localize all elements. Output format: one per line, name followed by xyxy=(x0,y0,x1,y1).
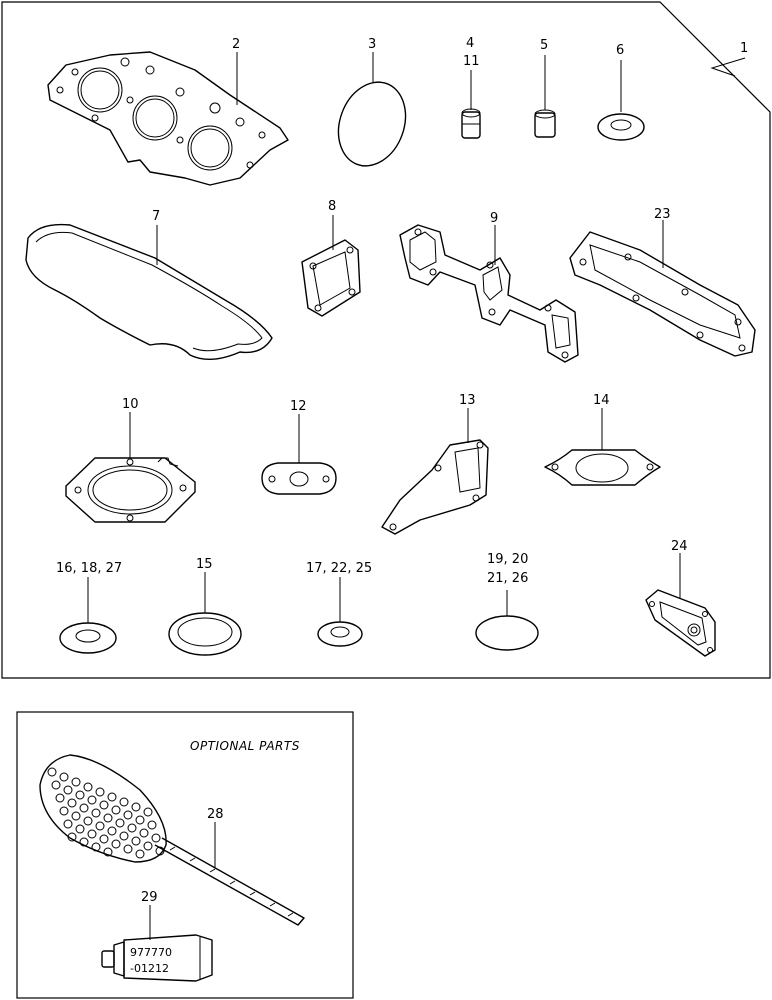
part-28-brush xyxy=(39,754,305,926)
brush-bristle xyxy=(107,792,117,802)
brush-bristle xyxy=(143,841,153,851)
label-11: 11 xyxy=(463,54,480,69)
label-12: 12 xyxy=(290,399,307,414)
kit-frame xyxy=(1,1,771,679)
label-5: 5 xyxy=(540,38,548,53)
brush-bristle xyxy=(119,797,129,807)
brush-bristle xyxy=(115,818,125,828)
label-8: 8 xyxy=(328,199,336,214)
brush-bristle xyxy=(51,780,61,790)
part-16-18-27-washer xyxy=(59,622,117,654)
brush-bristle xyxy=(59,806,69,816)
brush-bristle xyxy=(103,847,113,857)
part-8-flange-gasket xyxy=(301,239,361,317)
brush-bristle xyxy=(95,787,105,797)
optional-parts-title: OPTIONAL PARTS xyxy=(190,739,300,753)
brush-bristle xyxy=(79,837,89,847)
part-4-11-stem-seal xyxy=(461,108,481,139)
brush-bristle xyxy=(91,842,101,852)
part-17-22-25-washer xyxy=(317,621,363,647)
label-6: 6 xyxy=(616,43,624,58)
label-1: 1 xyxy=(740,41,748,56)
brush-bristle xyxy=(147,820,157,830)
label-3: 3 xyxy=(368,37,376,52)
brush-bristle xyxy=(111,805,121,815)
brush-bristle xyxy=(151,833,161,843)
label-13: 13 xyxy=(459,393,476,408)
brush-bristle xyxy=(135,815,145,825)
brush-bristle xyxy=(87,795,97,805)
brush-bristle xyxy=(139,828,149,838)
part-9-manifold-gasket xyxy=(399,224,579,363)
label-10: 10 xyxy=(122,397,139,412)
label-28: 28 xyxy=(207,807,224,822)
brush-bristle xyxy=(131,836,141,846)
tube-code-line1: 977770 xyxy=(130,946,172,959)
brush-bristle xyxy=(83,816,93,826)
brush-bristle xyxy=(63,819,73,829)
brush-bristle xyxy=(95,821,105,831)
brush-bristle xyxy=(75,824,85,834)
brush-bristle xyxy=(123,810,133,820)
brush-bristle xyxy=(127,823,137,833)
brush-bristle xyxy=(143,807,153,817)
brush-bristle xyxy=(119,831,129,841)
brush-bristle xyxy=(111,839,121,849)
part-6-washer xyxy=(597,113,645,141)
part-24-cover-gasket xyxy=(645,589,716,657)
brush-bristle xyxy=(99,834,109,844)
label-2: 2 xyxy=(232,37,240,52)
tube-code-line2: -01212 xyxy=(130,962,169,975)
part-13-pump-gasket xyxy=(381,439,489,535)
part-7-cover-gasket xyxy=(25,223,273,360)
part-15-large-washer xyxy=(168,612,242,656)
brush-bristle xyxy=(75,790,85,800)
label-7: 7 xyxy=(152,209,160,224)
brush-bristle xyxy=(103,813,113,823)
brush-bristle xyxy=(99,800,109,810)
part-5-seal xyxy=(534,109,556,138)
part-2-head-gasket xyxy=(47,51,289,186)
part-14-oblong-gasket xyxy=(544,449,661,486)
brush-bristle xyxy=(71,811,81,821)
label-9: 9 xyxy=(490,211,498,226)
brush-bristle xyxy=(79,803,89,813)
brush-bristle xyxy=(71,777,81,787)
brush-bristle xyxy=(87,829,97,839)
brush-bristle xyxy=(91,808,101,818)
brush-bristle xyxy=(135,849,145,859)
label-24: 24 xyxy=(671,539,688,554)
label-17-22-25: 17, 22, 25 xyxy=(306,561,372,576)
part-3-o-ring xyxy=(337,81,407,167)
brush-bristle xyxy=(63,785,73,795)
part-19-20-21-26-disc xyxy=(475,615,539,651)
part-29-sealant-tube xyxy=(101,934,213,982)
brush-bristle xyxy=(59,772,69,782)
brush-bristle xyxy=(55,793,65,803)
part-23-exhaust-gasket xyxy=(569,231,756,357)
brush-bristle xyxy=(67,798,77,808)
label-14: 14 xyxy=(593,393,610,408)
leader-1 xyxy=(710,57,746,77)
brush-bristle xyxy=(67,832,77,842)
label-19-20: 19, 20 xyxy=(487,552,528,567)
label-16-18-27: 16, 18, 27 xyxy=(56,561,122,576)
brush-bristle xyxy=(123,844,133,854)
optional-parts-box xyxy=(16,711,354,999)
brush-bristle xyxy=(83,782,93,792)
part-12-oval-gasket xyxy=(261,462,337,495)
brush-bristle xyxy=(47,767,57,777)
label-23: 23 xyxy=(654,207,671,222)
label-4: 4 xyxy=(466,36,474,51)
label-15: 15 xyxy=(196,557,213,572)
brush-bristle xyxy=(131,802,141,812)
label-29: 29 xyxy=(141,890,158,905)
label-21-26: 21, 26 xyxy=(487,571,528,586)
brush-bristle xyxy=(107,826,117,836)
part-10-flange-ring-gasket xyxy=(65,457,196,523)
